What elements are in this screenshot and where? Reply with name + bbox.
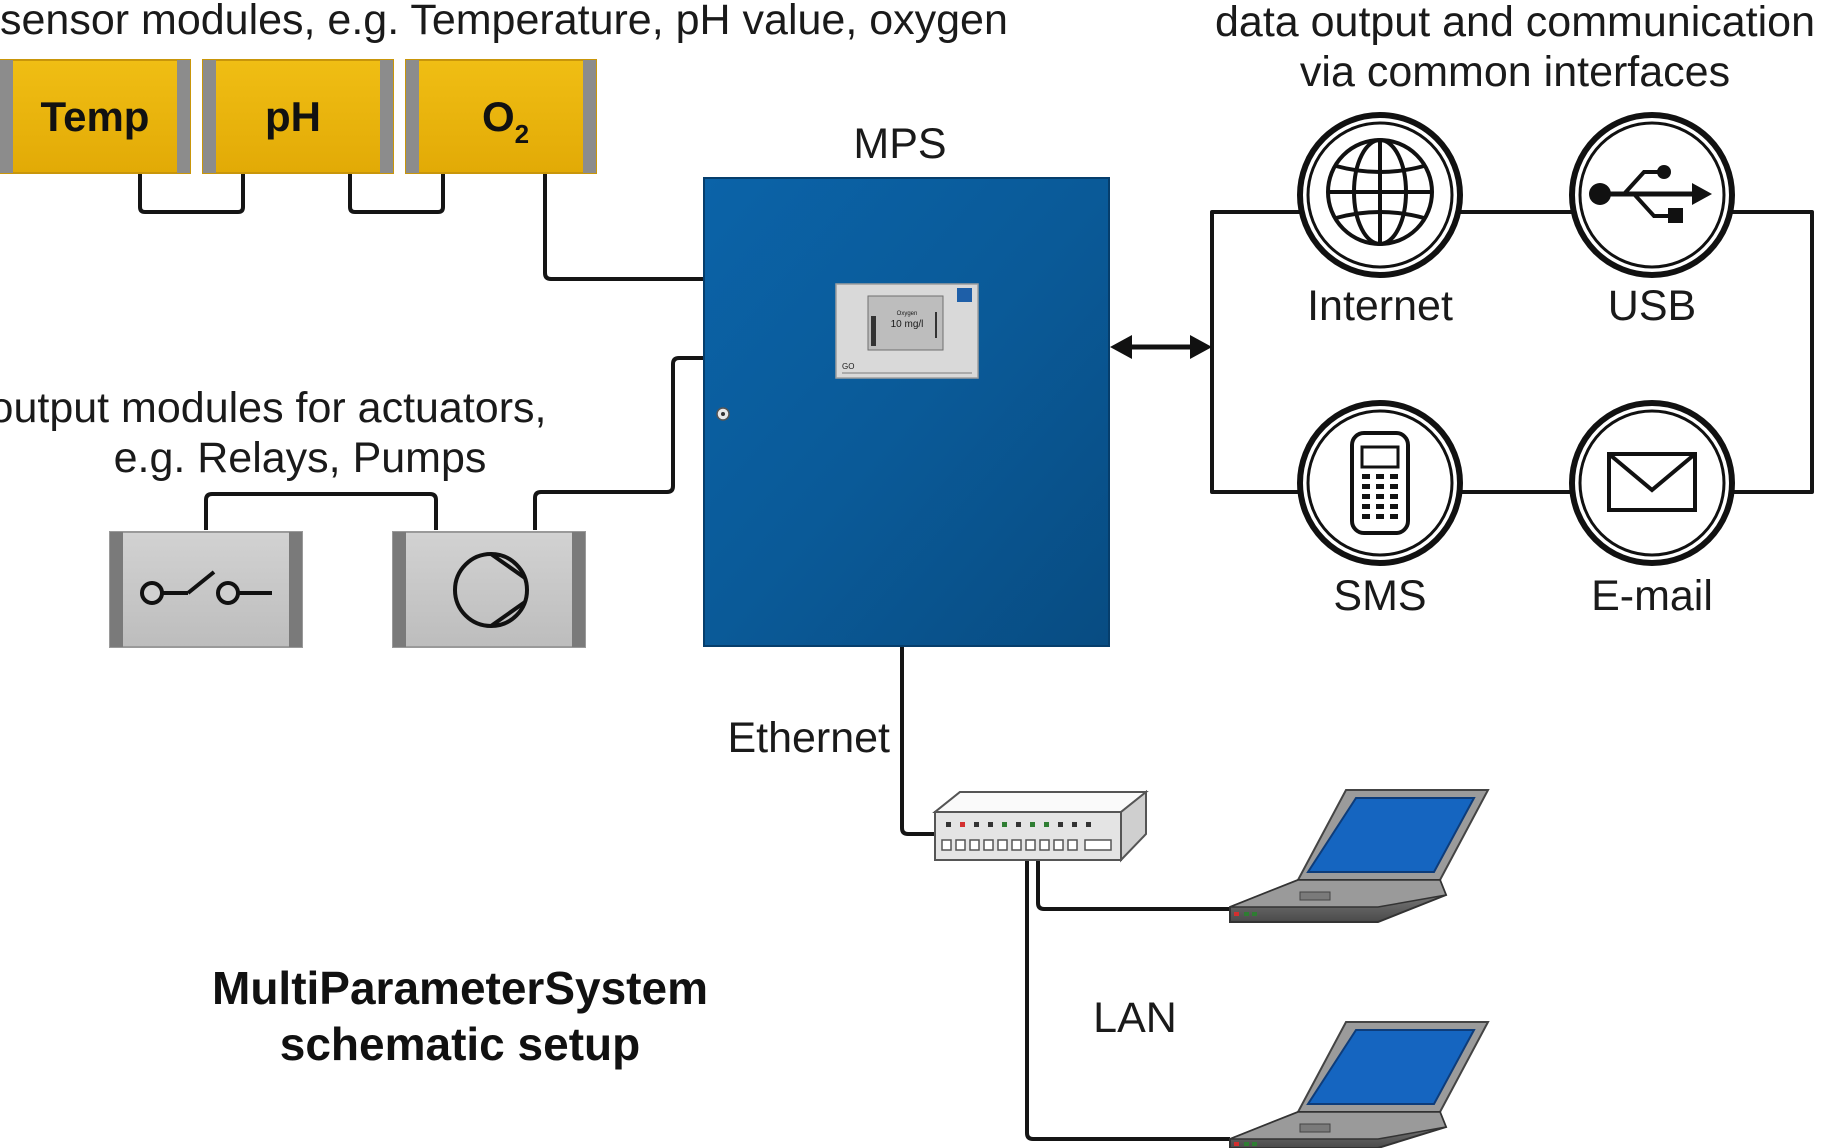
laptop-1 [1229,789,1490,923]
diagram-title-line1: MultiParameterSystem [212,962,708,1014]
globe-icon [1326,138,1434,246]
lan-wires [1025,860,1230,1141]
screen-logo: GO [842,362,854,371]
relay-output-module [109,531,303,648]
sensor-wires [138,174,704,281]
ethernet-wire [900,646,935,836]
usb-label: USB [1608,282,1696,330]
laptop-1-screen [1306,797,1476,873]
email-node: E-mail [1569,400,1735,620]
network-switch [932,789,1149,863]
comm-caption-line1: data output and communication [1215,0,1815,46]
switch-ports [941,839,1112,851]
relay-switch-icon [140,570,272,605]
output-wires [204,356,704,530]
pump-icon [453,552,529,628]
ph-label: pH [265,93,321,140]
mps-cabinet: Oxygen 10 mg/l GO [703,177,1110,647]
mps-label: MPS [853,120,946,168]
laptop-2 [1229,1021,1490,1148]
comm-caption-line2: via common interfaces [1300,48,1730,96]
diagram-title-line2: schematic setup [280,1018,640,1070]
envelope-icon [1607,452,1697,512]
ph-sensor-module: pH [202,59,394,174]
o2-label: O2 [482,93,529,149]
switch-leds [946,822,1091,827]
usb-icon [1589,165,1712,223]
screen-value: 10 mg/l [891,319,924,330]
temp-sensor-module: Temp [0,59,191,174]
email-label: E-mail [1591,572,1713,620]
ethernet-label: Ethernet [727,714,890,762]
temp-label: Temp [41,93,150,140]
pump-output-module [392,531,586,648]
sensor-caption: sensor modules, e.g. Temperature, pH val… [0,0,1008,44]
mobile-phone-icon [1350,431,1410,535]
screen-header: Oxygen [897,311,918,317]
usb-node: USB [1569,112,1735,330]
o2-sensor-module: O2 [405,59,597,174]
output-caption-line2: e.g. Relays, Pumps [114,434,487,482]
internet-label: Internet [1307,282,1453,330]
bidirectional-arrow-icon [1110,335,1212,359]
laptop-2-screen [1306,1029,1476,1105]
internet-node: Internet [1297,112,1463,330]
sms-node: SMS [1297,400,1463,620]
lan-label: LAN [1093,994,1177,1042]
mps-display-panel: Oxygen 10 mg/l GO [835,283,979,379]
output-caption-line1: output modules for actuators, [0,384,546,432]
sms-label: SMS [1333,572,1426,620]
